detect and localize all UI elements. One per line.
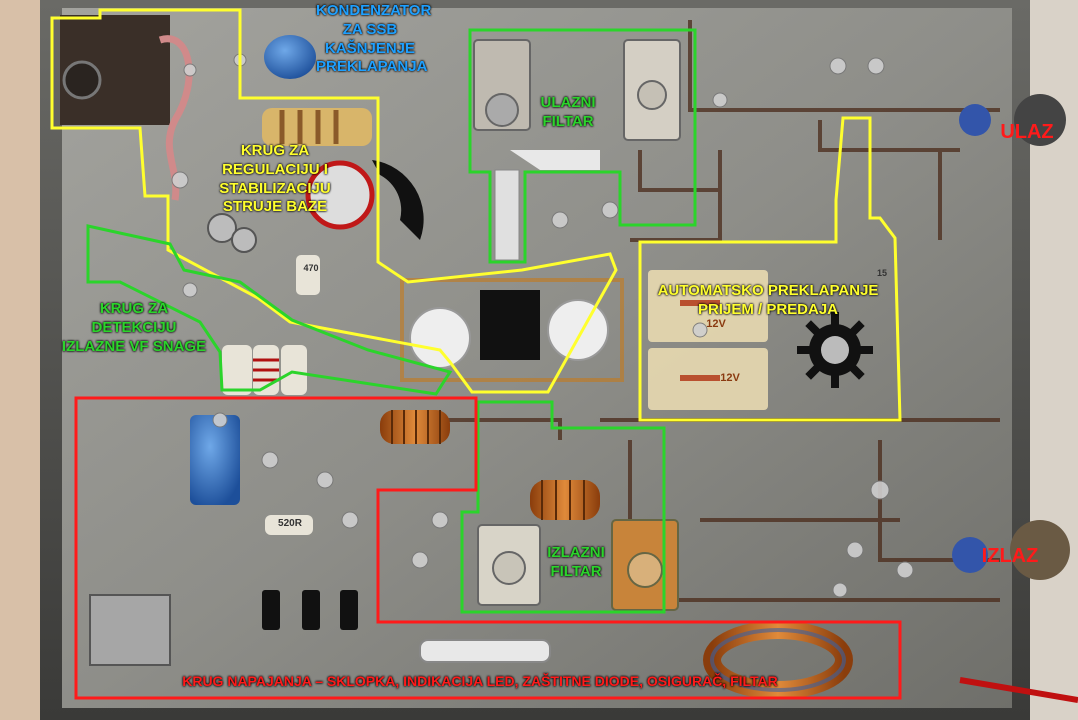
output-coil-mid	[530, 480, 600, 520]
solder-joints	[171, 53, 914, 598]
ssb-capacitor	[264, 35, 316, 79]
label-detection-circuit: KRUG ZA DETEKCIJU IZLAZNE VF SNAGE	[61, 300, 207, 355]
detector-resistors	[222, 255, 320, 395]
label-power-circuit: KRUG NAPAJANJA – SKLOPKA, INDIKACIJA LED…	[182, 673, 778, 689]
outline-regulation-circuit	[50, 8, 618, 394]
fuse	[419, 639, 551, 663]
power-switch	[89, 594, 171, 666]
protection-diodes	[262, 590, 358, 630]
outline-relay-circuit	[638, 116, 902, 422]
resistor-marking-15: 15	[876, 268, 887, 278]
outline-detection-circuit	[86, 224, 453, 396]
input-connector	[959, 104, 991, 136]
resistor-marking-470: 470	[303, 263, 319, 273]
label-output: IZLAZ	[981, 545, 1039, 567]
output-coil-top	[380, 410, 450, 444]
electrolytic-capacitor	[305, 160, 375, 230]
power-transistor	[480, 290, 540, 360]
label-ssb-capacitor: KONDENZATOR ZA SSB KAŠNJENJE PREKLAPANJA	[316, 2, 432, 76]
label-input: ULAZ	[1000, 121, 1054, 143]
label-input-filter: ULAZNI FILTAR	[540, 94, 596, 130]
relay-marking-2: 12V	[720, 372, 740, 384]
outline-input-filter	[468, 28, 697, 264]
output-connector	[952, 537, 988, 573]
label-auto-switching: AUTOMATSKO PREKLAPANJE PRIJEM / PREDAJA	[657, 282, 879, 318]
label-regulation-circuit: KRUG ZA REGULACIJU I STABILIZACIJU STRUJ…	[219, 142, 331, 216]
outline-power-circuit	[74, 396, 902, 700]
outline-output-filter	[460, 400, 666, 614]
filter-capacitor	[190, 415, 240, 505]
relay-marking: 12V	[706, 318, 726, 330]
label-output-filter: IZLAZNI FILTAR	[547, 544, 605, 580]
resistor-marking-520: 520R	[278, 518, 302, 529]
